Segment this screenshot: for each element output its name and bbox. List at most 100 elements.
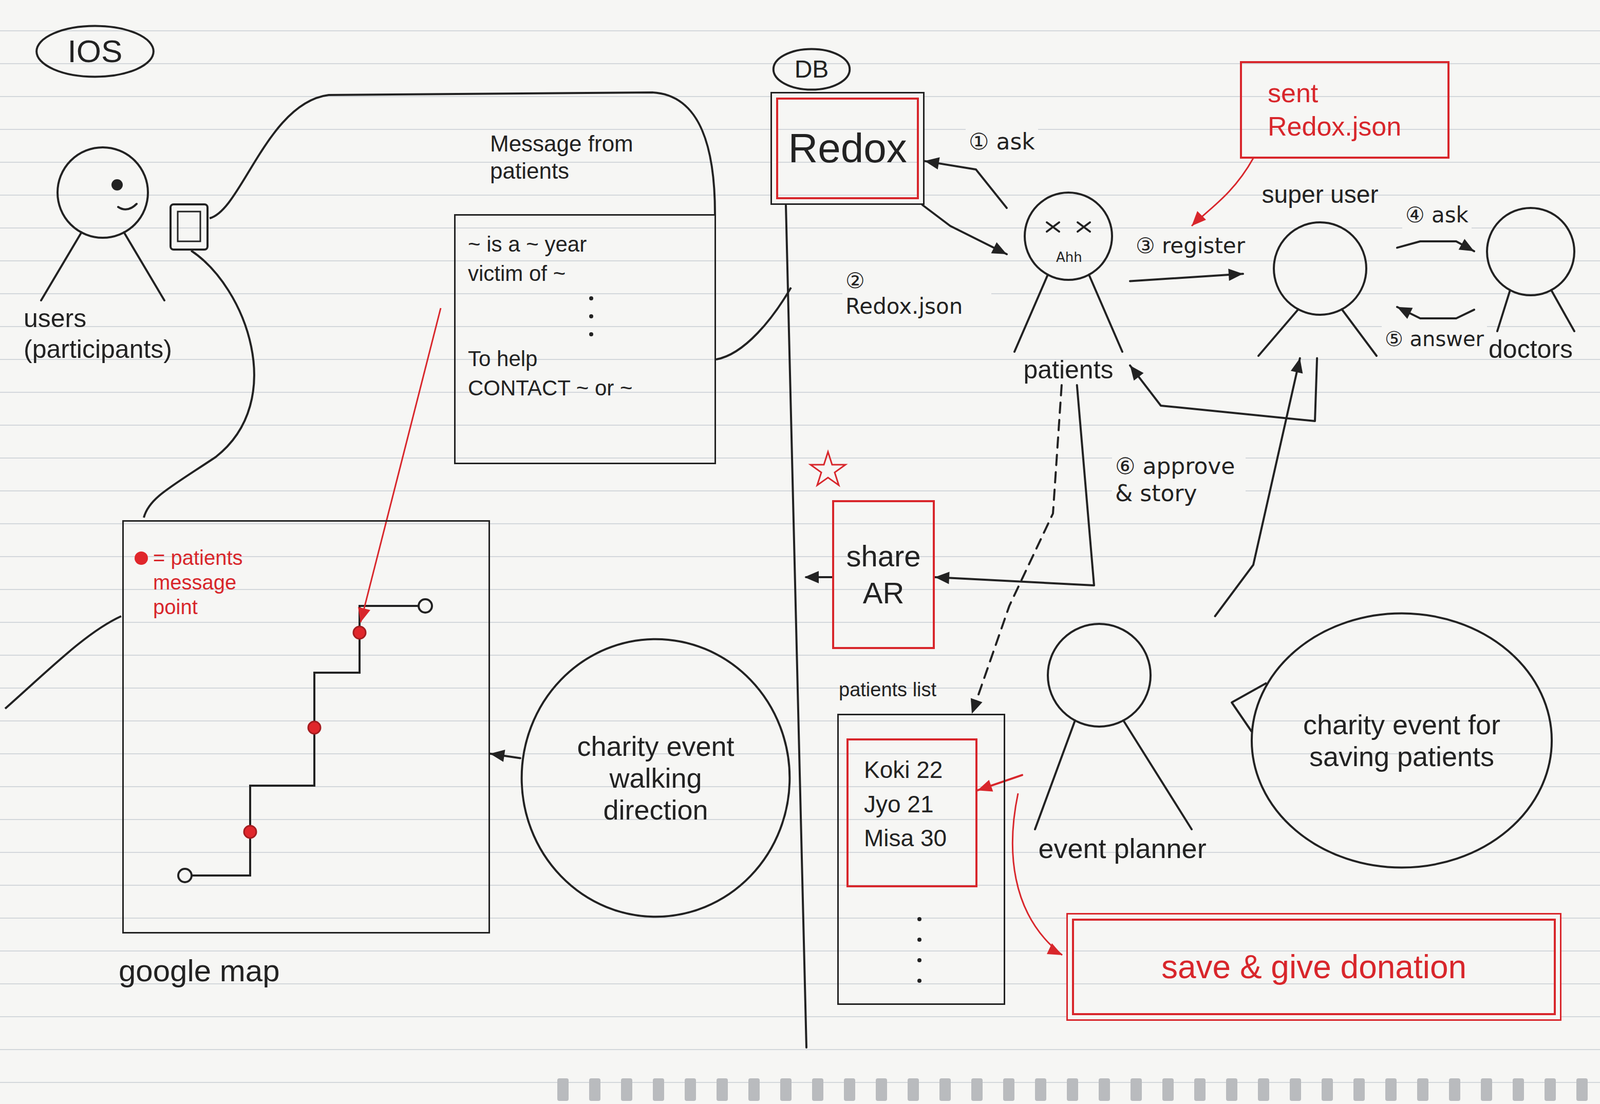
walking-route xyxy=(191,606,419,876)
more-dot xyxy=(917,917,922,922)
edge-label: ⑤ answer xyxy=(1381,325,1487,353)
card-text: CONTACT ~ or ~ xyxy=(467,373,703,404)
message-dome xyxy=(209,92,715,219)
figure-label: patients xyxy=(1006,354,1131,386)
box-text-wrap: share AR xyxy=(839,537,928,613)
oval-line xyxy=(36,26,154,78)
connector-line xyxy=(1130,273,1244,281)
list-entry: Jyo 21 xyxy=(863,787,960,822)
oval-text: charity event for saving patients xyxy=(1291,708,1513,773)
arrow-head xyxy=(1397,307,1413,319)
connector xyxy=(1130,358,1317,422)
arrow-head xyxy=(1458,238,1475,252)
binding-ring xyxy=(939,1078,951,1102)
red-pointer-head xyxy=(1046,943,1063,956)
binding-ring xyxy=(1034,1078,1047,1102)
binding-ring xyxy=(812,1078,824,1102)
arrow-head xyxy=(934,572,950,585)
note-box: sent Redox.json xyxy=(1239,61,1450,159)
binding-ring xyxy=(716,1078,728,1102)
message-point xyxy=(353,626,366,639)
binding-ring xyxy=(1066,1078,1079,1102)
arrow-head xyxy=(991,242,1007,255)
edge-label: ③ register xyxy=(1132,232,1249,260)
box-text: Redox xyxy=(785,123,910,174)
route-end xyxy=(418,599,432,613)
figure-label: super user xyxy=(1243,179,1398,210)
red-pointer-head xyxy=(1191,211,1207,227)
binding-ring xyxy=(589,1078,601,1102)
binding-ring xyxy=(684,1078,696,1102)
patient-list: patients listKoki 22Jyo 21Misa 30 xyxy=(837,713,1006,1006)
box-text-wrap: sent Redox.json xyxy=(1267,76,1422,144)
connector xyxy=(490,749,521,763)
ellipsis-dot xyxy=(589,332,594,337)
connector-line xyxy=(922,204,1007,255)
oval-line xyxy=(773,48,851,90)
oval-text: IOS xyxy=(43,32,147,70)
star-mark xyxy=(810,452,846,486)
binding-ring xyxy=(1003,1078,1015,1102)
box-text: sent Redox.json xyxy=(1267,76,1422,144)
face-mark: Ahh xyxy=(1056,250,1083,265)
feature-box: share AR xyxy=(832,500,935,650)
legend-text: = patients message point xyxy=(153,545,267,620)
planner-figure: event planner xyxy=(1022,616,1223,866)
oval-text: DB xyxy=(780,54,843,84)
box-text-wrap: Redox xyxy=(785,123,910,174)
stick-figure xyxy=(1022,616,1223,833)
arrow-head xyxy=(804,571,819,584)
edge-label: ② Redox.json xyxy=(842,267,992,322)
user-figure: users (participants) xyxy=(20,138,242,365)
connector xyxy=(1397,307,1475,319)
oval-line xyxy=(521,639,790,918)
binding-ring xyxy=(875,1078,888,1102)
event-bubble: charity event walking direction xyxy=(520,637,792,919)
red-pointer xyxy=(1012,793,1063,956)
binding-ring xyxy=(1385,1078,1397,1102)
divider-line xyxy=(785,205,807,1048)
binding-ring xyxy=(971,1078,983,1102)
oval-text: charity event walking direction xyxy=(558,730,754,826)
figure-label: users (participants) xyxy=(20,303,242,365)
side-stroke xyxy=(5,616,122,709)
figure-body xyxy=(1034,720,1192,830)
message-card: Message from patients~ is a ~ yearvictim… xyxy=(454,118,717,465)
edge-label: ④ ask xyxy=(1402,201,1472,230)
connector xyxy=(1130,268,1244,281)
binding-ring xyxy=(652,1078,665,1102)
selected-patients: Koki 22Jyo 21Misa 30 xyxy=(846,738,978,888)
figure-head xyxy=(1273,222,1367,315)
list-heading: patients list xyxy=(838,678,937,703)
box-text: share AR xyxy=(839,537,928,613)
connector-line xyxy=(1397,307,1475,319)
binding-ring xyxy=(1544,1078,1556,1102)
figure-eye xyxy=(111,179,123,191)
binding-ring xyxy=(1130,1078,1142,1102)
arrow-head xyxy=(970,698,983,714)
arrow-head xyxy=(977,780,993,793)
speech-bubble: charity event for saving patients xyxy=(1250,612,1554,870)
figure-label: doctors xyxy=(1474,333,1588,365)
binding-ring xyxy=(557,1078,569,1102)
figure-head xyxy=(57,147,148,238)
binding-ring xyxy=(1226,1078,1238,1102)
figure-label: event planner xyxy=(1022,832,1223,866)
binding-ring xyxy=(1480,1078,1493,1102)
stick-figure xyxy=(20,138,242,304)
connector xyxy=(934,385,1095,586)
card-body: ~ is a ~ yearvictim of ~To helpCONTACT ~… xyxy=(454,214,717,465)
binding-ring xyxy=(1512,1078,1524,1102)
binding-ring xyxy=(1162,1078,1174,1102)
message-point xyxy=(243,825,257,839)
figure-eye xyxy=(1077,222,1090,232)
stick-figure xyxy=(1006,184,1131,355)
legend-row: = patients message point xyxy=(134,545,267,620)
connector-line xyxy=(934,385,1095,586)
binding-ring xyxy=(907,1078,919,1102)
figure-head xyxy=(1486,208,1575,296)
binding-ring xyxy=(1257,1078,1270,1102)
ruled-lines xyxy=(0,30,1600,1083)
connector xyxy=(977,775,1023,792)
share-arrow xyxy=(804,571,833,584)
